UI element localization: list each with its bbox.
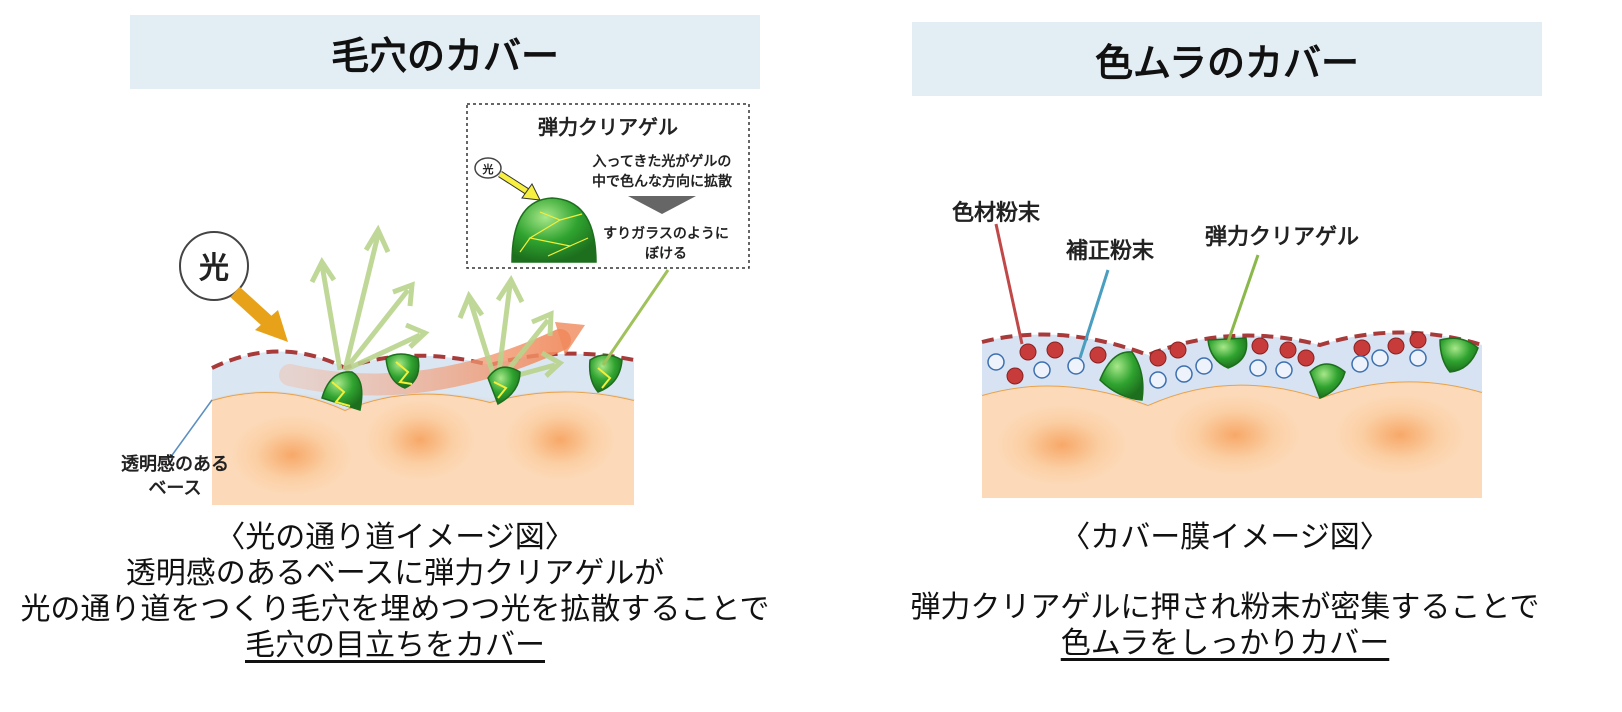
inset-result-line2: ぼける [645, 246, 687, 262]
gel-pointer-line [1226, 254, 1260, 343]
gel-pointer-line [601, 269, 670, 366]
right-caption-line3: 色ムラをしっかりカバー [900, 625, 1550, 663]
skin-cell [1335, 395, 1465, 475]
skin-cell [365, 400, 475, 480]
skin-cell [232, 415, 352, 495]
inset-light-label: 光 [482, 162, 494, 176]
inset-desc-line2: 中で色んな方向に拡散 [592, 173, 733, 190]
clear-gel [1099, 351, 1144, 401]
film-dashed-line [981, 330, 1483, 358]
light-flow-arrowhead [555, 322, 585, 355]
right-caption-line1: 〈カバー膜イメージ図〉 [1060, 520, 1390, 555]
skin-cell [1170, 395, 1300, 475]
inset-title: 弾力クリアゲル [538, 115, 678, 139]
correction-label: 補正粉末 [1065, 238, 1155, 264]
inset-light-circle [474, 157, 502, 179]
inset-result-line1: すりガラスのように [603, 226, 729, 242]
inset-down-arrow [628, 196, 696, 214]
clear-gel [385, 353, 420, 389]
left-caption-line1: 〈光の通り道イメージ図〉 [215, 520, 575, 555]
clear-gel [487, 366, 521, 406]
base-label-line2: ベース [148, 478, 201, 499]
skin-cell [997, 405, 1127, 485]
gel-label: 弾力クリアゲル [1205, 224, 1359, 250]
correction-particles [987, 349, 1427, 389]
clear-gel [1207, 337, 1248, 369]
right-caption-highlight: 色ムラをしっかりカバー [1060, 626, 1390, 661]
light-flow-arrow [279, 329, 571, 396]
film-dashed-line [211, 349, 635, 371]
light-circle [179, 231, 249, 301]
incident-light-arrow [230, 286, 273, 328]
correction-pointer-line [1078, 269, 1110, 359]
clear-gel [1309, 363, 1346, 399]
pigment-pointer-line [994, 223, 1024, 345]
right-diagram: 色材粉末 補正粉末 弾力クリアゲル [952, 200, 1483, 498]
inset-desc-line1: 入ってきた光がゲルの [593, 153, 732, 170]
base-pointer-line [169, 399, 213, 459]
right-caption-line2: 弾力クリアゲルに押され粉末が密集することで [910, 590, 1540, 625]
skin-cell [505, 400, 615, 480]
left-diagram: 光 透明感のある ベース 弾力クリアゲル 光 入ってきた光がゲルの 中で色んな方… [121, 103, 750, 505]
light-label: 光 [199, 251, 229, 286]
left-caption-line2: 透明感のあるベースに弾力クリアゲルが [125, 556, 665, 591]
clear-gel [1439, 337, 1479, 373]
left-panel-title: 毛穴のカバー [130, 15, 760, 89]
left-caption-line3: 光の通り道をつくり毛穴を埋めつつ光を拡散することで [20, 592, 770, 627]
left-caption-highlight: 毛穴の目立ちをカバー [245, 628, 545, 663]
pigment-particles [1006, 331, 1427, 385]
inset-gel [511, 197, 597, 263]
pigment-label: 色材粉末 [952, 200, 1041, 226]
incident-light-arrowhead [255, 310, 288, 342]
right-panel-title: 色ムラのカバー [912, 22, 1542, 96]
base-label-line1: 透明感のある [121, 453, 229, 475]
skin-outline [981, 380, 1483, 407]
left-caption-line4: 毛穴の目立ちをカバー [0, 627, 790, 665]
